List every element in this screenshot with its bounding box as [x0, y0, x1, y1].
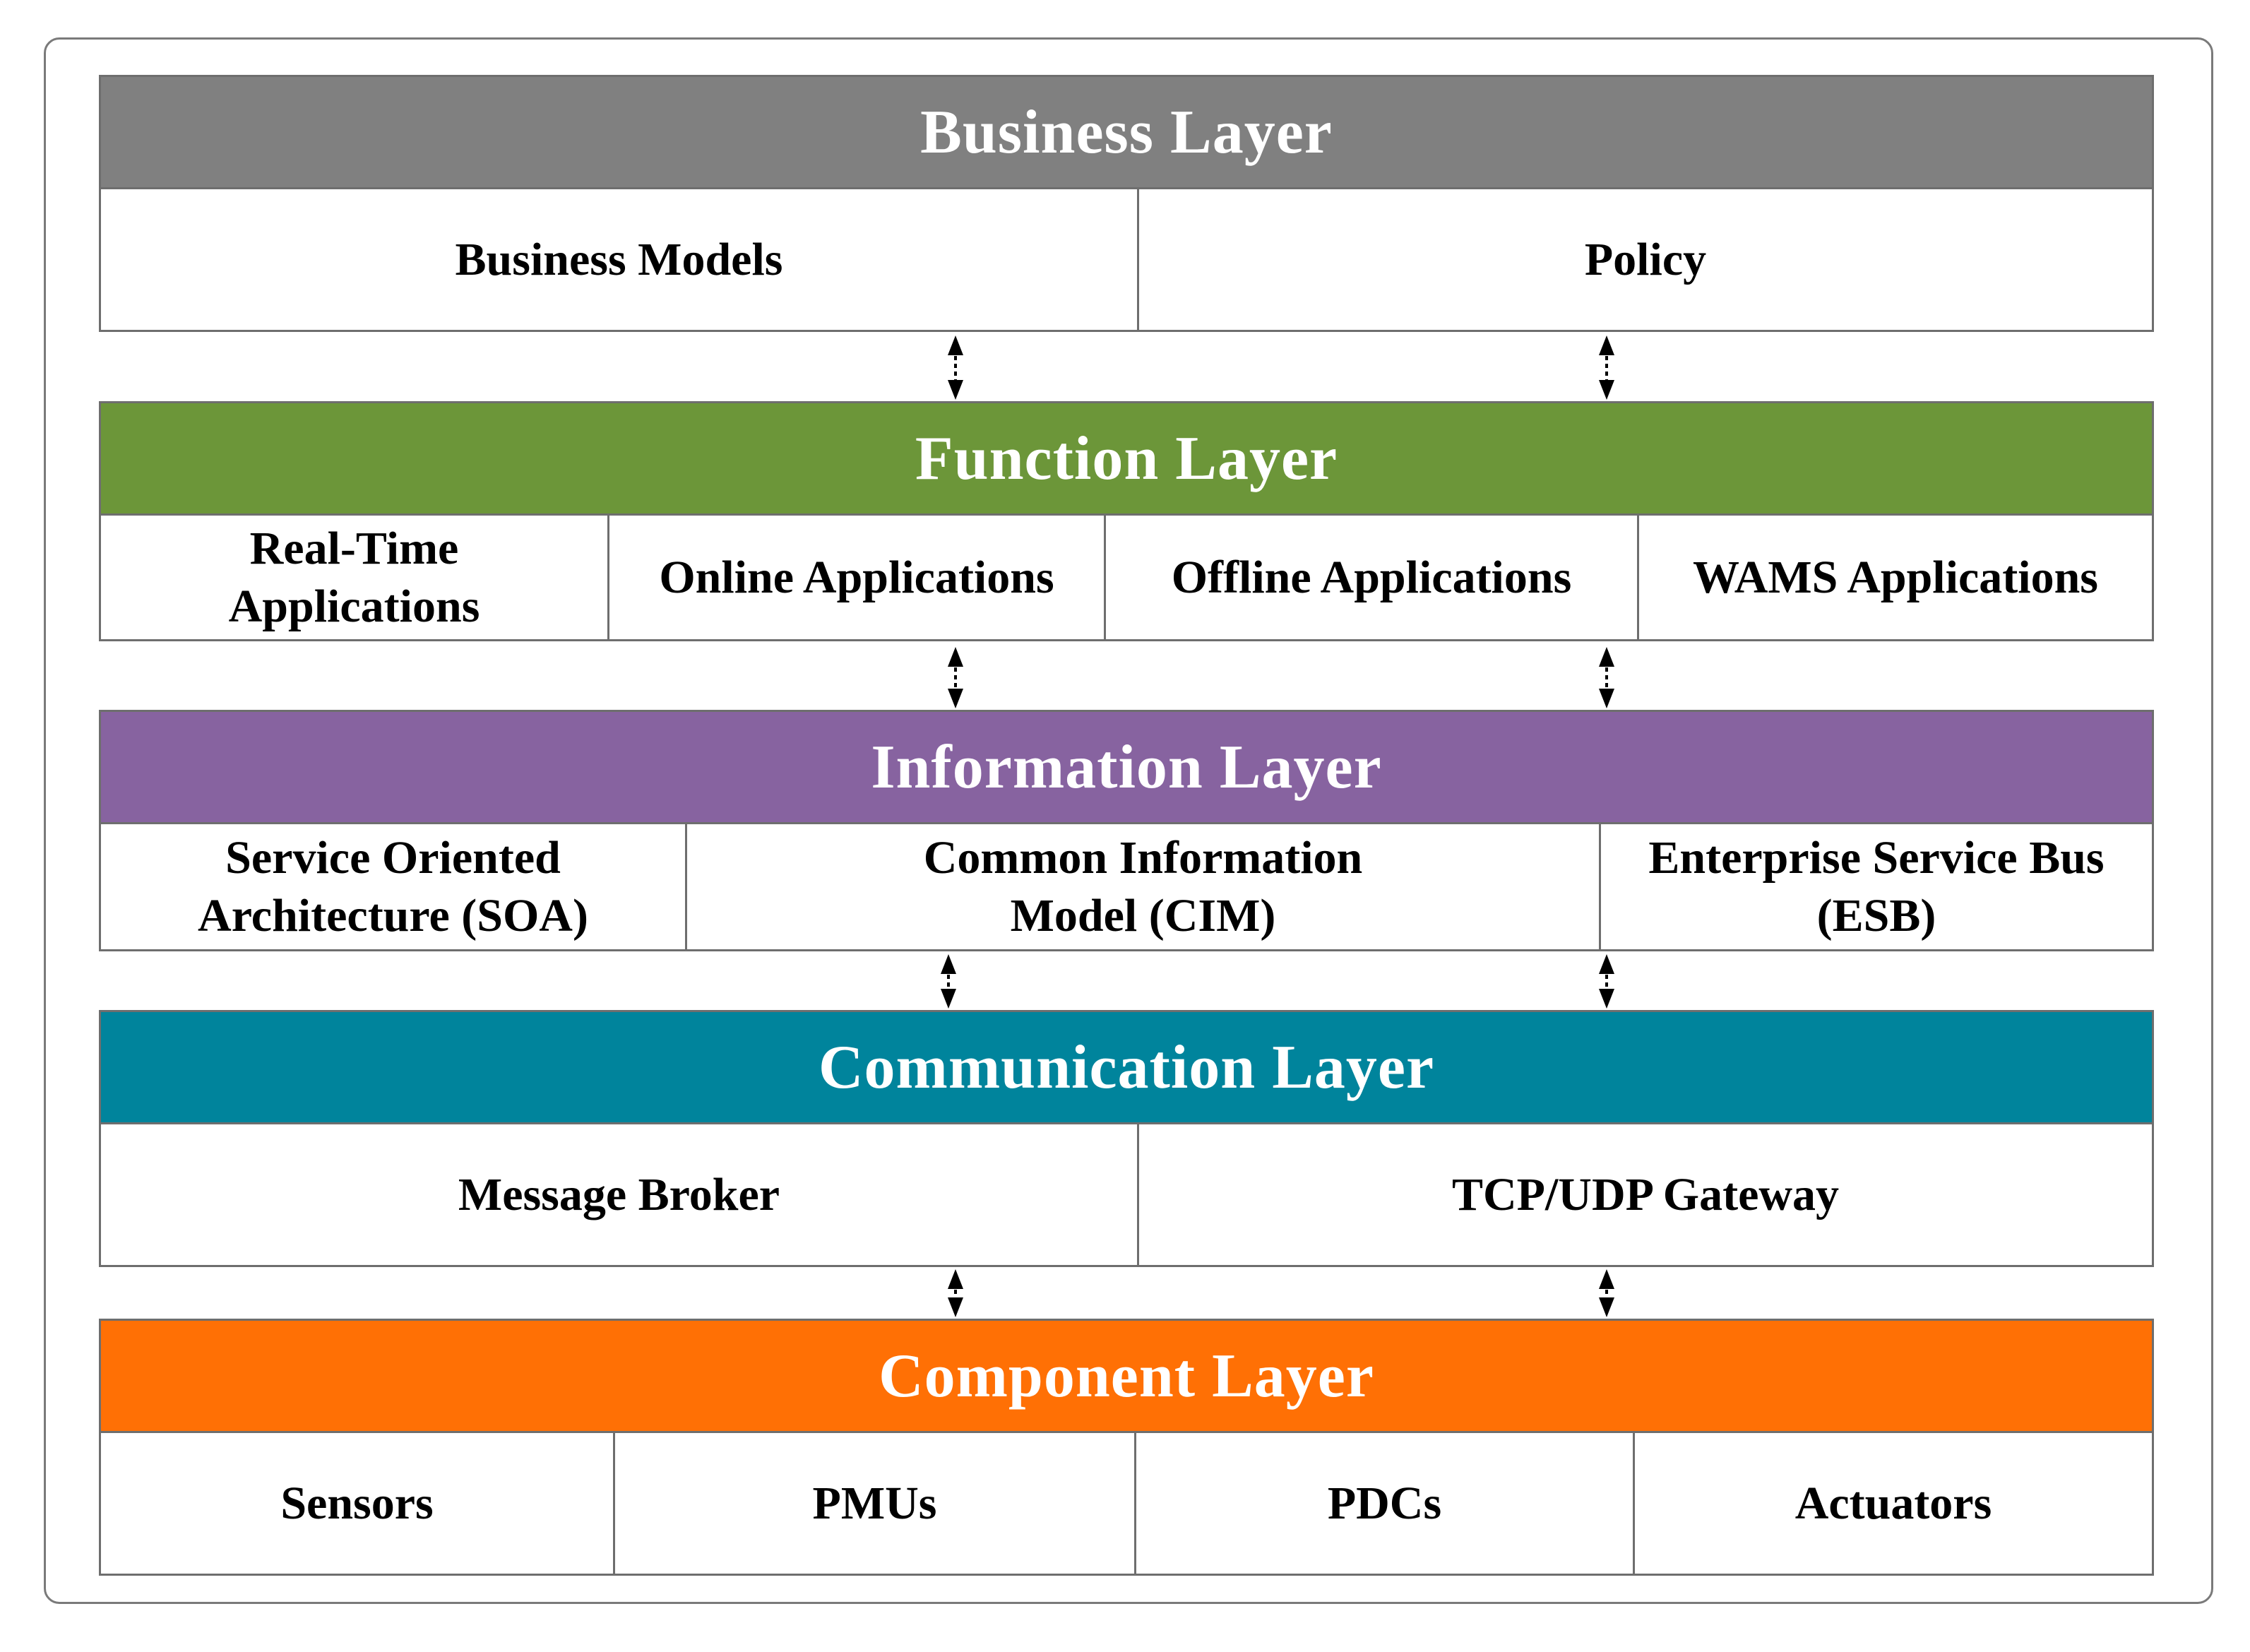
business-layer-row: Business Models Policy: [99, 189, 2154, 332]
component-layer-row: Sensors PMUs PDCs Actuators: [99, 1433, 2154, 1576]
bidirectional-arrow-icon: [1593, 953, 1621, 1010]
function-layer: Function Layer Real-Time Applications On…: [99, 401, 2154, 641]
business-layer: Business Layer Business Models Policy: [99, 75, 2154, 332]
function-layer-title: Function Layer: [99, 401, 2154, 516]
cim-cell: Common Information Model (CIM): [687, 824, 1601, 949]
sensors-cell: Sensors: [101, 1433, 615, 1574]
message-broker-cell: Message Broker: [101, 1124, 1139, 1265]
online-applications-cell: Online Applications: [609, 516, 1106, 639]
information-layer-title: Information Layer: [99, 710, 2154, 824]
information-layer: Information Layer Service Oriented Archi…: [99, 710, 2154, 951]
component-layer-title: Component Layer: [99, 1319, 2154, 1433]
policy-cell: Policy: [1584, 233, 1707, 285]
bidirectional-arrow-icon: [941, 646, 970, 710]
business-models-cell: Business Models: [101, 189, 1139, 330]
soa-cell: Service Oriented Architecture (SOA): [101, 824, 687, 949]
tcp-udp-gateway-cell: TCP/UDP Gateway: [1451, 1168, 1840, 1220]
actuators-cell: Actuators: [1794, 1477, 1992, 1529]
bidirectional-arrow-icon: [941, 1268, 970, 1319]
diagram-frame: [44, 37, 2213, 1604]
real-time-applications-cell: Real-Time Applications: [101, 516, 609, 639]
pmus-cell: PMUs: [615, 1433, 1136, 1574]
bidirectional-arrow-icon: [1593, 1268, 1621, 1319]
bidirectional-arrow-icon: [934, 953, 963, 1010]
function-layer-row: Real-Time Applications Online Applicatio…: [99, 516, 2154, 641]
bidirectional-arrow-icon: [941, 334, 970, 401]
wams-applications-cell: WAMS Applications: [1693, 551, 2098, 603]
component-layer: Component Layer Sensors PMUs PDCs Actuat…: [99, 1319, 2154, 1576]
business-layer-title: Business Layer: [99, 75, 2154, 189]
communication-layer-row: Message Broker TCP/UDP Gateway: [99, 1124, 2154, 1267]
offline-applications-cell: Offline Applications: [1106, 516, 1639, 639]
communication-layer: Communication Layer Message Broker TCP/U…: [99, 1010, 2154, 1267]
bidirectional-arrow-icon: [1593, 334, 1621, 401]
communication-layer-title: Communication Layer: [99, 1010, 2154, 1124]
bidirectional-arrow-icon: [1593, 646, 1621, 710]
esb-cell: Enterprise Service Bus (ESB): [1648, 831, 2105, 941]
pdcs-cell: PDCs: [1136, 1433, 1635, 1574]
information-layer-row: Service Oriented Architecture (SOA) Comm…: [99, 824, 2154, 951]
